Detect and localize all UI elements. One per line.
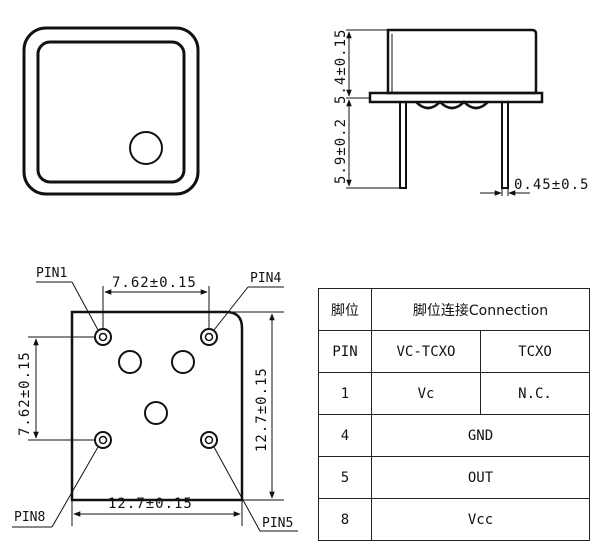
pin-connection-table: 脚位 脚位连接Connection PIN VC-TCXO TCXO 1 Vc … bbox=[318, 288, 590, 541]
side-view-lead-right bbox=[501, 101, 509, 189]
side-view: 5.4±0.15 5.9±0.2 0.45±0.5 bbox=[333, 28, 589, 196]
pin4-label: PIN4 bbox=[250, 271, 281, 286]
body-width-dimension: 12.7±0.15 bbox=[108, 496, 193, 512]
pin-diameter-dimension: 0.45±0.5 bbox=[514, 177, 589, 193]
pin8-label: PIN8 bbox=[14, 510, 45, 525]
standoff-circle-right bbox=[171, 350, 195, 374]
body-height-dimension: 12.7±0.15 bbox=[254, 367, 270, 452]
table-vctcxo-column-header: VC-TCXO bbox=[371, 330, 481, 373]
table-cell-tcxo: N.C. bbox=[480, 372, 590, 415]
table-row: 8 Vcc bbox=[318, 498, 590, 541]
standoff-circle-bottom bbox=[144, 401, 168, 425]
table-header-row: 脚位 脚位连接Connection bbox=[318, 288, 590, 331]
top-view bbox=[22, 26, 200, 196]
pin-pitch-left-dimension: 7.62±0.15 bbox=[17, 351, 33, 436]
bottom-view: 7.62±0.15 7.62±0.15 12.7±0.15 12.7±0.15 … bbox=[12, 266, 298, 532]
table-cell-pin: 1 bbox=[318, 372, 372, 415]
pin1-pad bbox=[94, 328, 112, 346]
table-row: 4 GND bbox=[318, 414, 590, 457]
side-view-base bbox=[368, 91, 544, 104]
table-tcxo-column-header: TCXO bbox=[480, 330, 590, 373]
table-cell-function: OUT bbox=[371, 456, 590, 499]
table-cell-pin: 4 bbox=[318, 414, 372, 457]
pin-pitch-top-dimension: 7.62±0.15 bbox=[112, 275, 197, 291]
table-header-pin-position: 脚位 bbox=[318, 288, 372, 331]
height-bottom-dimension: 5.9±0.2 bbox=[333, 118, 349, 184]
table-subheader-row: PIN VC-TCXO TCXO bbox=[318, 330, 590, 373]
pin8-pad bbox=[94, 431, 112, 449]
pin5-pad bbox=[200, 431, 218, 449]
standoff-circle-left bbox=[118, 350, 142, 374]
table-cell-function: Vcc bbox=[371, 498, 590, 541]
table-row: 1 Vc N.C. bbox=[318, 372, 590, 415]
table-header-connection: 脚位连接Connection bbox=[371, 288, 590, 331]
table-cell-function: GND bbox=[371, 414, 590, 457]
pin1-marker-dot bbox=[129, 131, 163, 165]
table-pin-column-header: PIN bbox=[318, 330, 372, 373]
table-cell-pin: 5 bbox=[318, 456, 372, 499]
top-view-inner-outline bbox=[36, 40, 186, 184]
pin5-label: PIN5 bbox=[262, 516, 293, 531]
pin1-label: PIN1 bbox=[36, 266, 67, 281]
height-top-dimension: 5.4±0.15 bbox=[333, 29, 349, 104]
pin4-pad bbox=[200, 328, 218, 346]
top-view-outer-outline bbox=[22, 26, 200, 196]
table-cell-vctcxo: Vc bbox=[371, 372, 481, 415]
table-cell-pin: 8 bbox=[318, 498, 372, 541]
side-view-lead-left bbox=[399, 101, 407, 189]
table-row: 5 OUT bbox=[318, 456, 590, 499]
side-view-can bbox=[386, 28, 538, 95]
side-view-standoffs bbox=[415, 100, 489, 110]
